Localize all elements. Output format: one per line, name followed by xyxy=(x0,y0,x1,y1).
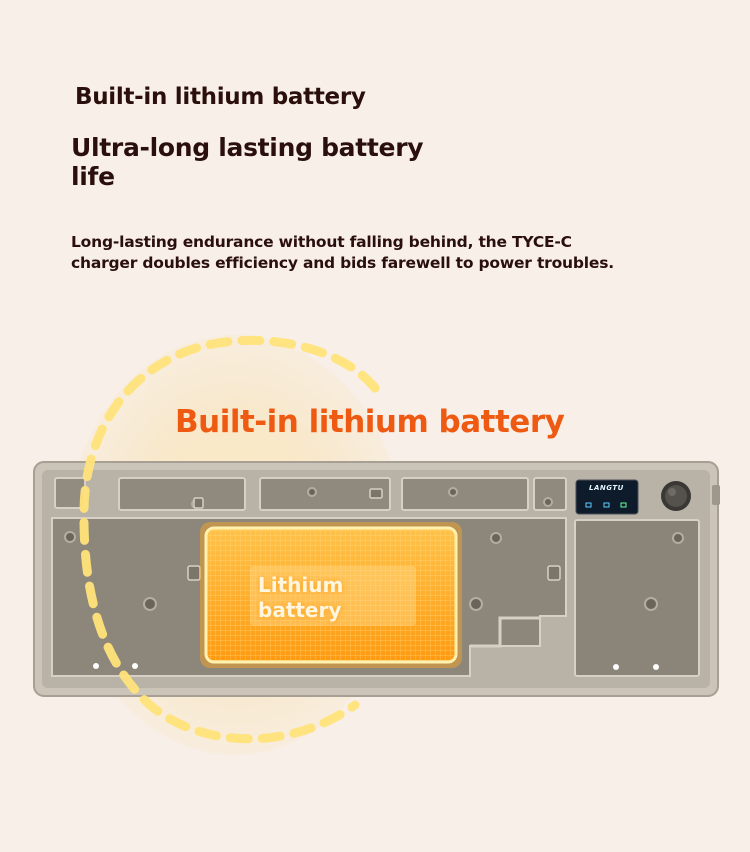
headline: Ultra-long lasting battery life xyxy=(71,133,424,191)
top-compartments xyxy=(54,477,567,511)
battery-pack xyxy=(200,522,462,668)
right-floor xyxy=(574,519,700,677)
oled-icons xyxy=(585,502,627,508)
eyebrow-title: Built-in lithium battery xyxy=(75,84,366,110)
battery-label: Lithium battery xyxy=(258,573,343,623)
battery-label-line2: battery xyxy=(258,598,342,622)
callout-title: Built-in lithium battery xyxy=(175,404,565,440)
volume-knob xyxy=(661,481,691,511)
clips xyxy=(187,488,561,581)
led-dots xyxy=(93,663,659,670)
dashed-ring xyxy=(79,335,380,744)
side-port xyxy=(712,485,720,505)
oled-brand-text: LANGTU xyxy=(589,484,624,492)
battery-label-line1: Lithium xyxy=(258,573,344,597)
description: Long-lasting endurance without falling b… xyxy=(71,233,614,272)
